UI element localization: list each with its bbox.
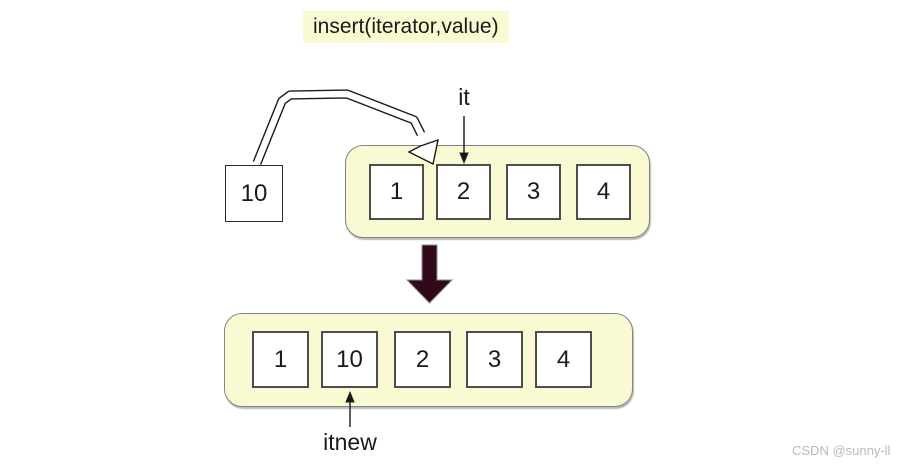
transform-down-arrow [405,244,454,304]
cell: 10 [321,331,378,388]
cell-value: 2 [415,345,430,373]
cell-value: 10 [336,345,363,373]
cell-value: 3 [526,178,541,205]
cell: 4 [576,164,631,220]
cell: 3 [466,331,523,388]
cell: 1 [369,164,424,220]
cell-value: 1 [273,345,288,373]
cell-value: 4 [596,178,611,205]
cell: 2 [394,331,451,388]
cell: 1 [252,331,309,388]
cell-value: 3 [487,345,502,373]
cell-value: 1 [389,178,404,205]
transform-down-arrow-shape [405,244,454,304]
watermark: CSDN @sunny-ll [792,443,891,458]
cell-value: 2 [456,178,471,205]
cell: 3 [506,164,561,220]
insert-value-box: 10 [225,165,283,222]
cell: 2 [436,164,491,220]
insert-value: 10 [240,179,268,207]
itnew-label: itnew [323,429,377,455]
it-label: it [458,84,470,110]
cell-value: 4 [556,345,571,373]
cell: 4 [535,331,592,388]
page-title: insert(iterator,value) [303,11,509,43]
vector-before-insert: 1 2 3 4 [345,145,650,238]
vector-after-insert: 1 10 2 3 4 [224,313,633,407]
